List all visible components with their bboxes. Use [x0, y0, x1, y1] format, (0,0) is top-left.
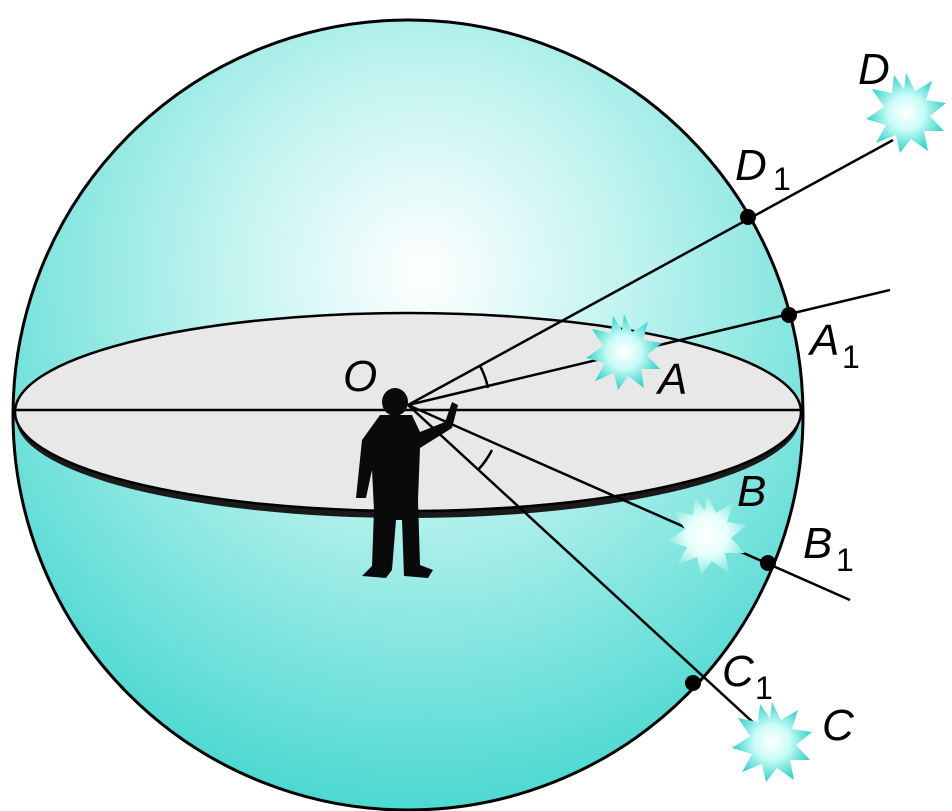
label-proj-a1-sub: 1: [842, 339, 860, 375]
label-observer-o: O: [343, 352, 377, 401]
ray-c: [407, 404, 771, 739]
star-d: [866, 73, 946, 153]
point-b1: [760, 555, 776, 571]
label-proj-c1-sub: 1: [755, 670, 773, 706]
label-proj-c1: C: [722, 647, 755, 696]
label-proj-d1: D: [735, 141, 767, 190]
point-a1: [781, 307, 797, 323]
label-star-b: B: [737, 467, 766, 516]
label-star-d: D: [858, 45, 890, 94]
star-c: [732, 702, 812, 782]
label-proj-b1-sub: 1: [836, 542, 854, 578]
point-c1: [685, 675, 701, 691]
label-proj-d1-sub: 1: [773, 161, 791, 197]
angle-arc-a: [478, 365, 490, 389]
label-proj-b1: B: [803, 519, 832, 568]
ray-d: [407, 138, 894, 407]
star-b: [667, 495, 747, 575]
point-d1: [740, 209, 756, 225]
ray-b: [407, 403, 851, 602]
label-star-a: A: [655, 355, 687, 404]
label-proj-a1: A: [807, 316, 839, 365]
angle-arc-b: [477, 449, 494, 471]
label-star-c: C: [822, 701, 855, 750]
observer-figure: [356, 388, 458, 578]
star-a: [586, 314, 662, 390]
